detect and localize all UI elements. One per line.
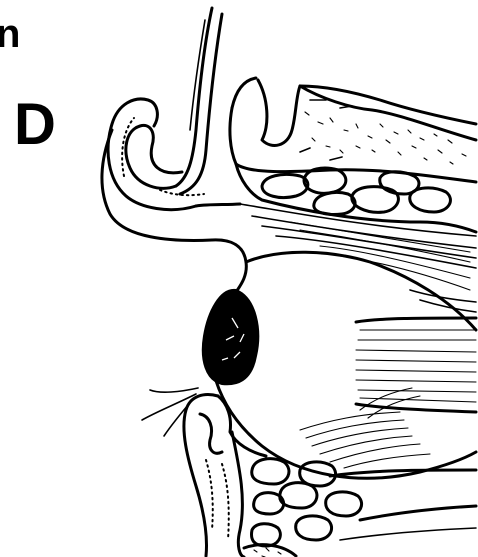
orbital-roof-bone: [230, 78, 476, 182]
eyelashes: [142, 388, 198, 436]
rectus-muscle: [356, 290, 476, 412]
cornea-iris: [203, 290, 258, 384]
lower-orbital-fat: [252, 459, 476, 546]
upper-eyelid: [102, 99, 246, 292]
orbital-floor-bone: [244, 545, 296, 557]
upper-strands: [176, 8, 222, 194]
